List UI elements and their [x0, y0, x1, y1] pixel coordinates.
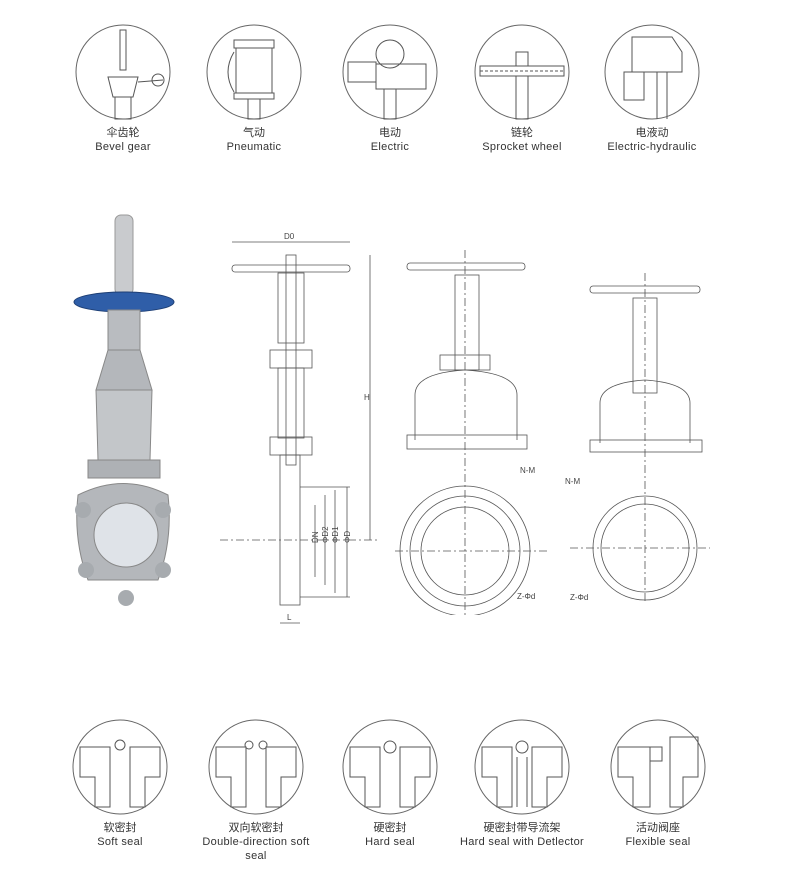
dim-d0: D0: [284, 232, 295, 241]
operator-pneumatic: 气动 Pneumatic: [189, 22, 319, 154]
label-z-d-2: Z-Φd: [570, 593, 588, 602]
soft-seal-icon: [72, 719, 168, 815]
double-soft-seal-icon: [208, 719, 304, 815]
operator-label-en: Electric: [370, 141, 410, 153]
operator-electric-hydraulic: 电液动 Electric-hydraulic: [587, 22, 717, 154]
operator-label-en: Sprocket wheel: [482, 141, 562, 153]
hard-seal-icon: [342, 719, 438, 815]
seal-label-en: Hard seal: [365, 836, 415, 848]
seal-label-en: Flexible seal: [625, 836, 691, 848]
seal-label-en: Soft seal: [97, 836, 143, 848]
lug-view-drawing: N-M Z-Φd: [565, 273, 710, 603]
operator-label-en: Electric-hydraulic: [607, 141, 697, 153]
seal-flexible: 活动阀座 Flexible seal: [593, 717, 723, 849]
seal-double-direction-soft: 双向软密封 Double-direction soft seal: [191, 717, 321, 863]
operator-label-cn: 链轮: [511, 127, 533, 139]
dim-l: L: [287, 613, 292, 622]
operator-label-en: Pneumatic: [226, 141, 282, 153]
operator-electric: 电动 Electric: [325, 22, 455, 154]
operator-label-en: Bevel gear: [95, 141, 151, 153]
label-n-m: N-M: [520, 466, 535, 475]
knife-gate-valve-photo: [73, 214, 175, 606]
label-z-d: Z-Φd: [517, 592, 535, 601]
dim-d: ΦD: [343, 531, 352, 543]
pneumatic-icon: [206, 24, 302, 120]
electric-hydraulic-icon: [604, 24, 700, 120]
dim-d2: ΦD2: [321, 526, 330, 543]
operator-label-cn: 气动: [243, 127, 265, 139]
seal-label-cn: 活动阀座: [636, 822, 680, 834]
label-n-m-2: N-M: [565, 477, 580, 486]
seal-label-en: Hard seal with Detlector: [460, 836, 584, 848]
seal-label-cn: 双向软密封: [228, 822, 284, 834]
operator-label-cn: 电液动: [635, 127, 669, 139]
front-view-drawing: N-M Z-Φd: [395, 250, 550, 615]
seal-label-cn: 硬密封: [373, 822, 407, 834]
flexible-seal-icon: [610, 719, 706, 815]
operator-sprocket: 链轮 Sprocket wheel: [457, 22, 587, 154]
dim-dn: DN: [311, 531, 320, 543]
operator-label-cn: 电动: [379, 127, 401, 139]
bevel-gear-icon: [75, 24, 171, 120]
seal-label-cn: 硬密封带导流架: [483, 822, 561, 834]
seal-soft: 软密封 Soft seal: [55, 717, 185, 849]
hard-seal-deflector-icon: [474, 719, 570, 815]
seal-hard-deflector: 硬密封带导流架 Hard seal with Detlector: [457, 717, 587, 849]
seal-label-en: Double-direction soft seal: [202, 836, 310, 862]
sprocket-icon: [474, 24, 570, 120]
dim-d1: ΦD1: [331, 526, 340, 543]
seal-hard: 硬密封 Hard seal: [325, 717, 455, 849]
dim-h: H: [364, 393, 370, 402]
operator-bevel-gear: 伞齿轮 Bevel gear: [58, 22, 188, 154]
operator-label-cn: 伞齿轮: [106, 127, 140, 139]
side-section-drawing: D0 H DN ΦD2 ΦD1 ΦD L: [220, 232, 380, 624]
electric-icon: [342, 24, 438, 120]
seal-label-cn: 软密封: [103, 822, 137, 834]
